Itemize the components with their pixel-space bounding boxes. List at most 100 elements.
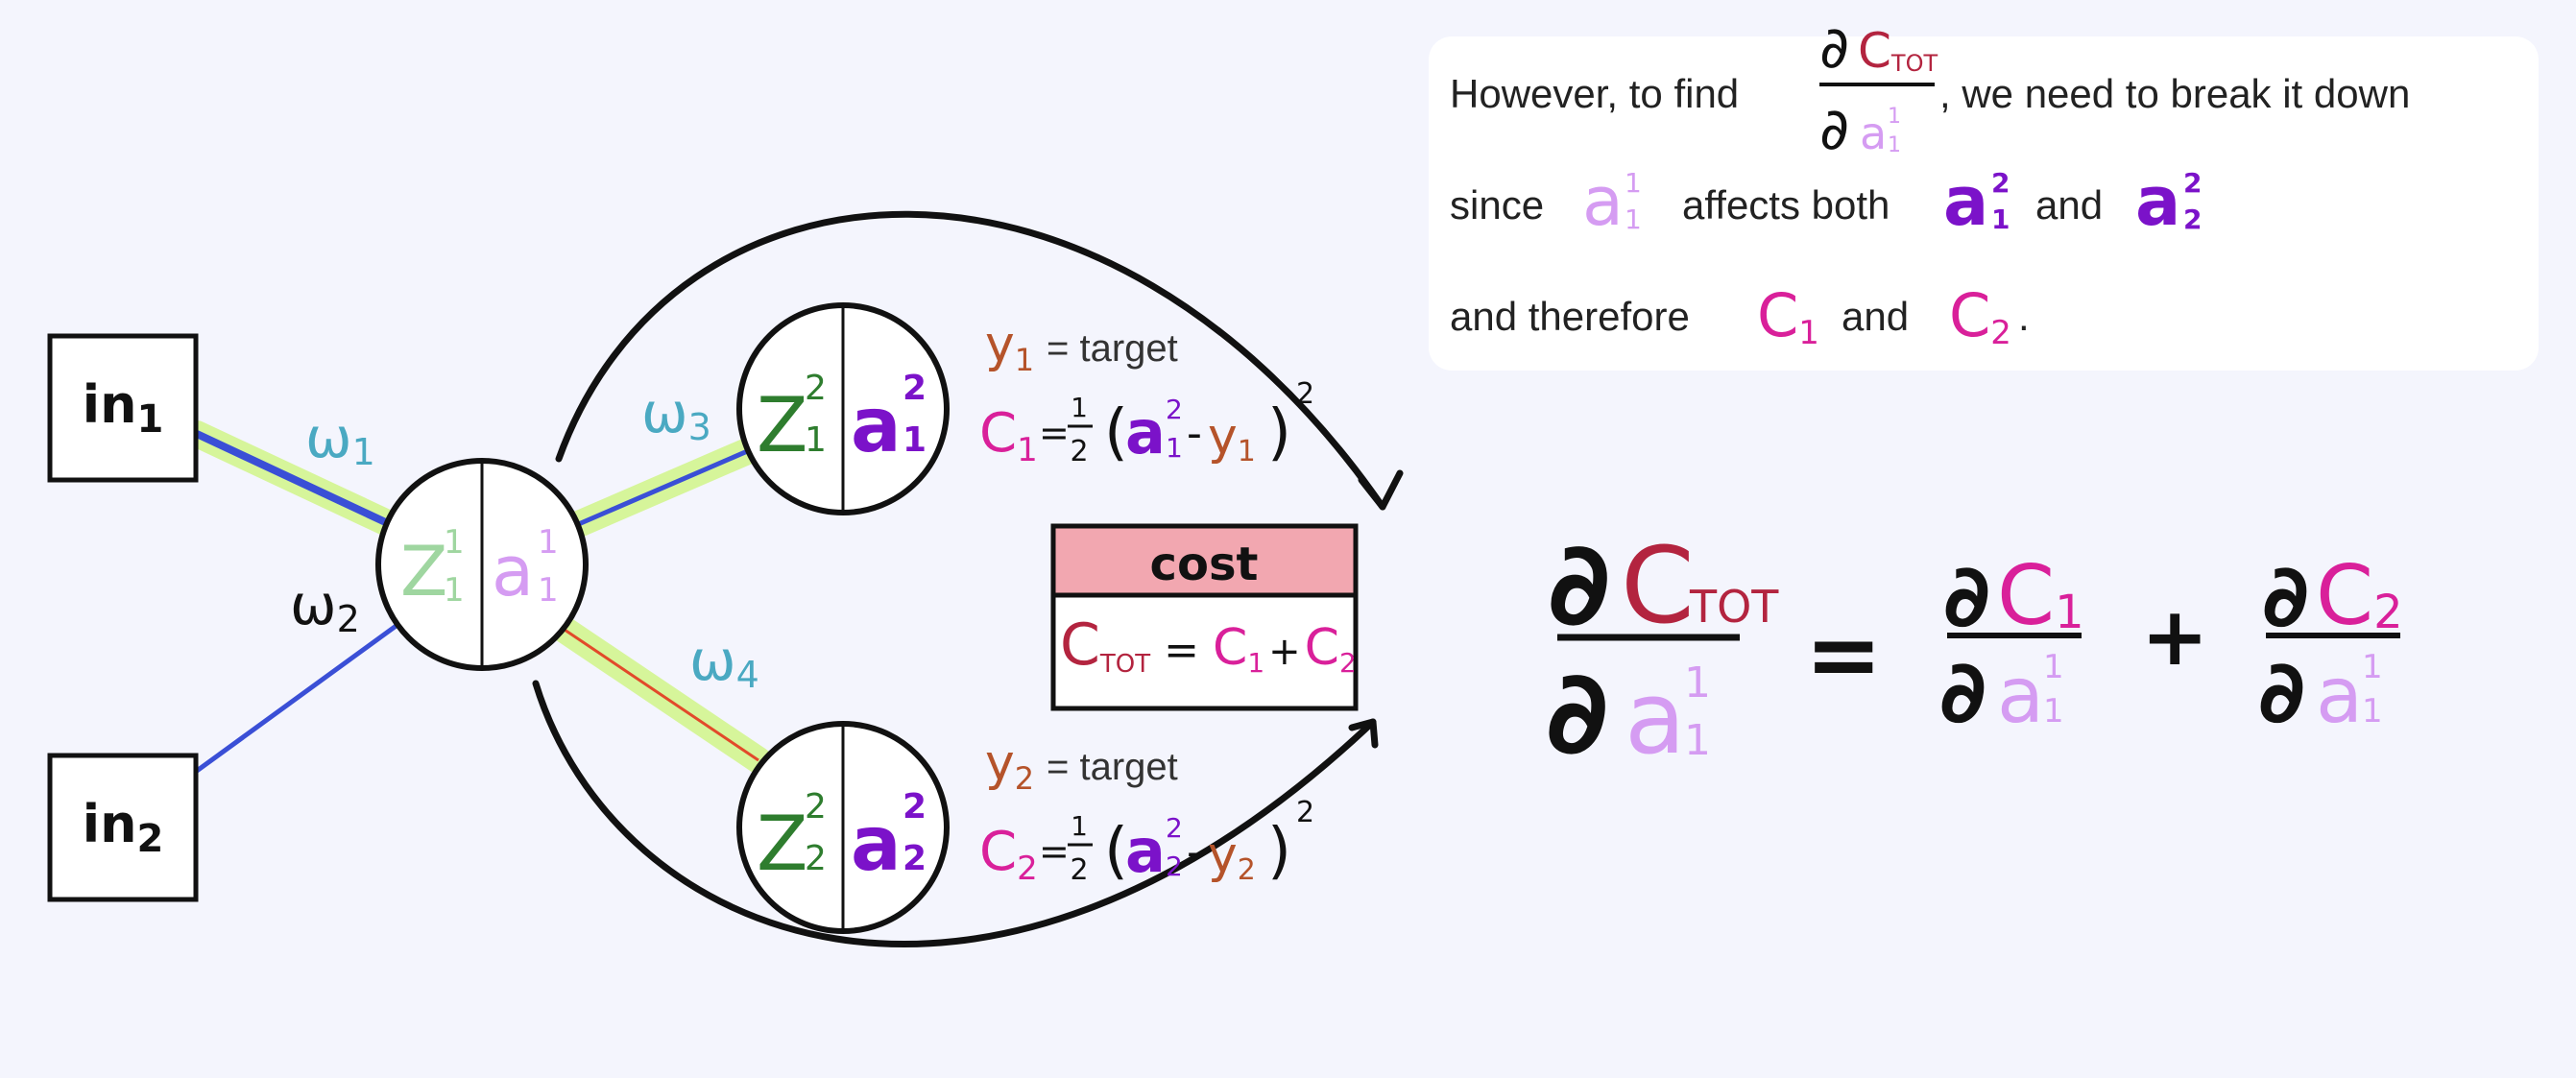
- svg-text:C1: C1: [979, 402, 1038, 469]
- svg-text:=: =: [1039, 412, 1070, 454]
- t1-c: C1: [1997, 548, 2084, 644]
- note-line2-a2-1: a: [1943, 162, 1988, 241]
- flow-arrows: [532, 210, 1404, 947]
- svg-text:in1: in1: [83, 374, 164, 442]
- weight-w2: ω2: [290, 572, 360, 640]
- neuron-out1: Z 2 1 a 2 1: [736, 302, 950, 515]
- note-line3-c1: C1: [1757, 280, 1819, 352]
- note-frac-partial-bottom: ∂: [1819, 96, 1849, 163]
- out2-a-sub: 2: [903, 839, 927, 878]
- chain-rule-equation: ∂ C TOT ∂ a 1 1 = ∂ C1 ∂ a 1 1 + ∂ C2 ∂ …: [1546, 518, 2403, 780]
- svg-text:a: a: [1125, 397, 1166, 467]
- cost-box-formula: CTOT=C1+C2: [1060, 611, 1357, 679]
- note-line3-c2: C2: [1949, 280, 2011, 352]
- in1-label: in: [83, 374, 137, 435]
- lhs-partial-top: ∂: [1548, 518, 1610, 652]
- svg-text:a: a: [1125, 816, 1166, 886]
- out1-z: Z: [757, 383, 807, 469]
- out1-a: a: [851, 383, 902, 469]
- edge-w4: [558, 624, 759, 762]
- cost-box-header: cost: [1150, 538, 1259, 591]
- note-line2-and: and: [2035, 182, 2103, 228]
- hidden-z-sub: 1: [444, 571, 465, 610]
- svg-text:2: 2: [1166, 850, 1183, 882]
- connections: [183, 420, 772, 774]
- hidden-a-sub: 1: [538, 571, 559, 610]
- lhs-den-sub: 1: [1684, 716, 1711, 765]
- svg-text:C2: C2: [979, 821, 1038, 888]
- svg-text:y2: y2: [985, 734, 1034, 797]
- svg-text:2: 2: [1070, 853, 1088, 887]
- note-frac-c: CTOT: [1858, 23, 1938, 79]
- arrow-upper: [555, 210, 1386, 511]
- hidden-z-sup: 1: [444, 523, 465, 562]
- note-line2-since: since: [1450, 182, 1544, 228]
- in2-subscript: 2: [137, 817, 164, 861]
- note-line3-end: .: [2018, 294, 2030, 339]
- out1-z-sub: 1: [805, 420, 827, 460]
- arrow-lower-head-icon: [1348, 718, 1379, 749]
- out1-a-sup: 2: [903, 369, 927, 408]
- t2-den-sup: 1: [2362, 648, 2383, 686]
- note-line2-a1-sub: 1: [1625, 204, 1642, 235]
- note-line2-a2-1-sup: 2: [1991, 167, 2010, 199]
- note-card: However, to find ∂ CTOT ∂ a 1 1 , we nee…: [1429, 14, 2539, 371]
- svg-text:): ): [1267, 816, 1291, 887]
- plus-sign: +: [2141, 589, 2208, 683]
- t1-den-sup: 1: [2043, 648, 2064, 686]
- input-in1: in1: [47, 333, 199, 483]
- note-line2-a2-2: a: [2135, 162, 2180, 241]
- weight-w3: ω3: [641, 380, 711, 448]
- t2-den-a: a: [2316, 651, 2363, 740]
- note-frac-a-sup: 1: [1888, 105, 1901, 129]
- svg-text:2: 2: [1070, 435, 1088, 468]
- t2-den-sub: 1: [2362, 692, 2383, 731]
- note-line2-a2-2-sup: 2: [2183, 167, 2202, 199]
- out2-a-sup: 2: [903, 787, 927, 826]
- svg-text:=: =: [1039, 830, 1070, 873]
- t1-den-sub: 1: [2043, 692, 2064, 731]
- t2-partial-top: ∂: [2262, 546, 2309, 647]
- input-in2: in2: [47, 753, 199, 902]
- note-line3-and: and: [1842, 294, 1909, 339]
- note-line2-affects: affects both: [1682, 182, 1890, 228]
- svg-text:y1: y1: [1208, 408, 1256, 468]
- out2-a: a: [851, 802, 902, 888]
- svg-text:-: -: [1187, 827, 1202, 876]
- svg-text:1: 1: [1166, 432, 1183, 464]
- t1-partial-bottom: ∂: [1939, 642, 1986, 743]
- lhs-den-sup: 1: [1684, 659, 1711, 707]
- out1-z-sup: 2: [805, 369, 827, 408]
- edge-w3: [573, 443, 759, 529]
- out2-z-sub: 2: [805, 839, 827, 878]
- svg-text:in2: in2: [83, 794, 164, 861]
- svg-text:y1: y1: [985, 316, 1034, 378]
- arrow-upper-head-icon: [1358, 469, 1404, 511]
- svg-text:2: 2: [1296, 377, 1314, 411]
- note-line2-a1-sup: 1: [1625, 167, 1642, 199]
- lhs-partial-bottom: ∂: [1546, 647, 1608, 780]
- out1-a-sub: 1: [903, 420, 927, 460]
- svg-text:= target: = target: [1047, 327, 1178, 370]
- weight-w1: ω1: [305, 405, 375, 473]
- svg-text:2: 2: [1296, 796, 1314, 829]
- t1-den-a: a: [1997, 651, 2044, 740]
- hidden-a-sup: 1: [538, 523, 559, 562]
- svg-text:(: (: [1104, 816, 1128, 887]
- note-frac-a-sub: 1: [1888, 133, 1901, 157]
- note-line2-a2-2-sub: 2: [2183, 204, 2202, 235]
- target-2: y2 = target: [985, 734, 1178, 797]
- cost-formula-2: C2 = 1 2 ( a 2 2 - y2 ) 2: [979, 796, 1314, 888]
- lhs-c: C: [1621, 524, 1695, 647]
- svg-text:2: 2: [1166, 812, 1183, 844]
- svg-text:(: (: [1104, 397, 1128, 468]
- target-1: y1 = target: [985, 316, 1178, 378]
- svg-text:1: 1: [1071, 392, 1088, 423]
- neuron-out2: Z 2 2 a 2 2: [736, 721, 950, 934]
- note-frac-partial-top: ∂: [1819, 14, 1849, 82]
- cost-formula-1: C1 = 1 2 ( a 2 1 - y1 ) 2: [979, 377, 1314, 469]
- out2-z-sup: 2: [805, 787, 827, 826]
- note-frac-a: a: [1860, 108, 1887, 159]
- note-line2-a1: a: [1582, 162, 1624, 241]
- note-line2-a2-1-sub: 1: [1991, 204, 2010, 235]
